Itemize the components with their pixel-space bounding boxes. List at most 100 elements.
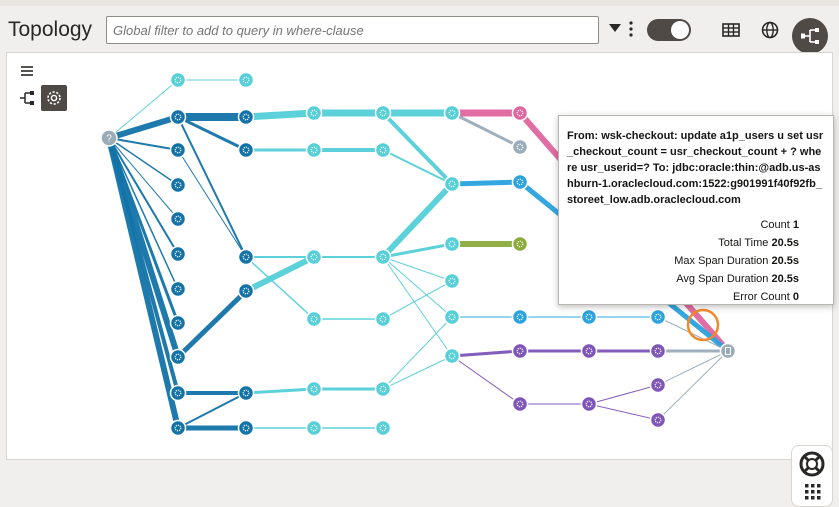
- service-node[interactable]: [237, 282, 255, 300]
- service-node[interactable]: [237, 419, 255, 437]
- service-node[interactable]: [374, 248, 392, 266]
- node-circle[interactable]: [169, 71, 187, 89]
- lifebuoy-icon[interactable]: [792, 448, 834, 480]
- graph-edge[interactable]: [381, 111, 454, 186]
- view-toggle[interactable]: [647, 19, 691, 41]
- node-circle[interactable]: [169, 245, 187, 263]
- graph-edge[interactable]: [382, 256, 453, 282]
- service-node[interactable]: [169, 210, 187, 228]
- service-node[interactable]: [374, 380, 392, 398]
- service-node[interactable]: [374, 104, 392, 122]
- graph-edge[interactable]: [177, 149, 247, 258]
- node-circle[interactable]: [649, 308, 667, 326]
- dropdown-arrow-icon[interactable]: [609, 24, 621, 32]
- graph-edge[interactable]: [108, 137, 179, 290]
- service-node[interactable]: [305, 310, 323, 328]
- node-circle[interactable]: [443, 235, 461, 253]
- service-node[interactable]: [237, 384, 255, 402]
- graph-edge[interactable]: [108, 114, 179, 141]
- service-node[interactable]: [649, 376, 667, 394]
- layout-tree-icon[interactable]: [15, 86, 39, 110]
- node-circle[interactable]: [580, 395, 598, 413]
- service-node[interactable]: [511, 173, 529, 191]
- graph-edge[interactable]: [106, 137, 181, 429]
- node-circle[interactable]: [649, 376, 667, 394]
- service-node[interactable]: [374, 419, 392, 437]
- node-circle[interactable]: [237, 248, 255, 266]
- unknown-node[interactable]: ?: [100, 129, 118, 147]
- node-circle[interactable]: [719, 342, 737, 360]
- graph-edge[interactable]: [245, 256, 315, 320]
- service-node[interactable]: [169, 141, 187, 159]
- service-node[interactable]: [169, 245, 187, 263]
- node-circle[interactable]: [100, 129, 118, 147]
- service-node[interactable]: [580, 395, 598, 413]
- service-node[interactable]: [649, 308, 667, 326]
- node-circle[interactable]: [169, 108, 187, 126]
- graph-edge[interactable]: [108, 79, 179, 139]
- topology-graph[interactable]: ?: [7, 53, 834, 461]
- graph-edge[interactable]: [382, 242, 453, 259]
- graph-edge[interactable]: [382, 316, 453, 390]
- service-node[interactable]: [237, 248, 255, 266]
- node-circle[interactable]: [374, 141, 392, 159]
- graph-edge[interactable]: [451, 355, 521, 405]
- service-node[interactable]: [443, 175, 461, 193]
- node-circle[interactable]: [649, 411, 667, 429]
- service-node[interactable]: [169, 176, 187, 194]
- menu-icon[interactable]: [15, 59, 39, 83]
- service-node[interactable]: [237, 108, 255, 126]
- grid-apps-icon[interactable]: [792, 480, 834, 504]
- service-node[interactable]: [443, 235, 461, 253]
- service-node[interactable]: [443, 272, 461, 290]
- node-circle[interactable]: [580, 342, 598, 360]
- node-circle[interactable]: [511, 104, 529, 122]
- graph-edge[interactable]: [177, 392, 247, 429]
- service-node[interactable]: [169, 314, 187, 332]
- graph-edge[interactable]: [382, 355, 453, 390]
- service-node[interactable]: [511, 342, 529, 360]
- graph-edge[interactable]: [245, 109, 315, 121]
- node-circle[interactable]: [511, 395, 529, 413]
- node-circle[interactable]: [511, 173, 529, 191]
- graph-edge[interactable]: [245, 387, 315, 395]
- node-circle[interactable]: [169, 314, 187, 332]
- node-circle[interactable]: [374, 419, 392, 437]
- service-node[interactable]: [511, 235, 529, 253]
- graph-edge[interactable]: [108, 137, 179, 151]
- node-circle[interactable]: [580, 308, 598, 326]
- graph-edge[interactable]: [451, 179, 521, 187]
- node-circle[interactable]: [237, 141, 255, 159]
- node-circle[interactable]: [374, 380, 392, 398]
- service-node[interactable]: [580, 342, 598, 360]
- node-circle[interactable]: [511, 235, 529, 253]
- service-node[interactable]: [169, 280, 187, 298]
- service-node[interactable]: [649, 411, 667, 429]
- service-node[interactable]: [305, 104, 323, 122]
- node-circle[interactable]: [169, 348, 187, 366]
- service-node[interactable]: [305, 419, 323, 437]
- service-node[interactable]: [443, 347, 461, 365]
- graph-edge[interactable]: [588, 384, 659, 405]
- node-circle[interactable]: [443, 104, 461, 122]
- node-circle[interactable]: [443, 308, 461, 326]
- service-node[interactable]: [169, 348, 187, 366]
- node-circle[interactable]: [169, 141, 187, 159]
- kebab-menu-icon[interactable]: [629, 20, 633, 38]
- service-node[interactable]: [305, 141, 323, 159]
- node-circle[interactable]: [169, 280, 187, 298]
- service-node[interactable]: [169, 419, 187, 437]
- help-widget[interactable]: [791, 445, 833, 507]
- settings-button[interactable]: [41, 85, 67, 111]
- node-circle[interactable]: [374, 104, 392, 122]
- graph-edge[interactable]: [451, 349, 521, 358]
- service-node[interactable]: [511, 138, 529, 156]
- node-circle[interactable]: [237, 108, 255, 126]
- service-node[interactable]: [511, 395, 529, 413]
- node-circle[interactable]: [649, 342, 667, 360]
- graph-edge[interactable]: [657, 350, 729, 421]
- node-circle[interactable]: [443, 347, 461, 365]
- node-circle[interactable]: [169, 176, 187, 194]
- node-circle[interactable]: [305, 141, 323, 159]
- node-circle[interactable]: [237, 419, 255, 437]
